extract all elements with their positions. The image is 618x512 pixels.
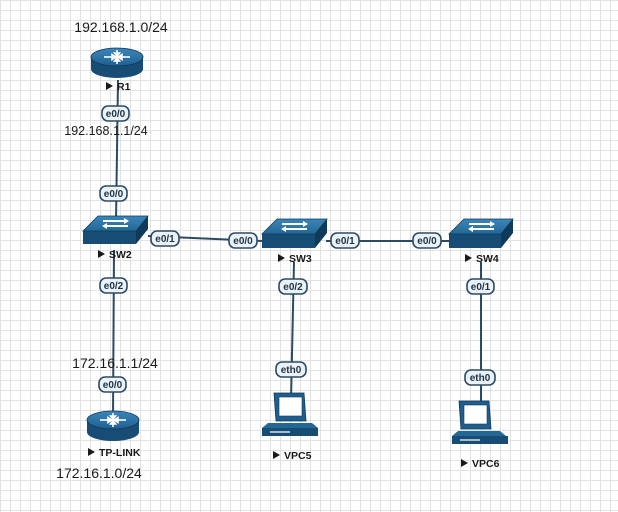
router-icon — [86, 410, 140, 441]
play-triangle-icon — [465, 254, 472, 262]
svg-text:e0/1: e0/1 — [471, 282, 491, 293]
pc-vpc5[interactable]: VPC5 — [262, 392, 318, 462]
node-label-sw2: SW2 — [109, 249, 132, 261]
router-icon — [90, 47, 144, 78]
node-label-tplink: TP-LINK — [99, 447, 141, 459]
port-tplink-e00[interactable]: e0/0 — [98, 376, 127, 393]
svg-text:e0/2: e0/2 — [283, 282, 303, 293]
svg-text:e0/1: e0/1 — [335, 236, 355, 247]
node-label-sw3: SW3 — [289, 253, 312, 265]
port-labels: e0/0 e0/0 e0/1 e0/2 e0/0 e0/1 e0/2 e0/0 — [98, 105, 496, 393]
switch-sw2[interactable]: SW2 — [82, 215, 149, 261]
play-triangle-icon — [88, 448, 95, 456]
play-triangle-icon — [461, 459, 468, 467]
router-tplink[interactable]: TP-LINK — [86, 410, 141, 459]
play-triangle-icon — [106, 82, 113, 90]
svg-text:e0/0: e0/0 — [417, 236, 437, 247]
switch-sw3[interactable]: SW3 — [261, 218, 328, 265]
pc-icon — [452, 400, 508, 444]
switch-sw4[interactable]: SW4 — [448, 218, 514, 265]
pc-vpc6[interactable]: VPC6 — [452, 400, 508, 470]
svg-text:e0/2: e0/2 — [104, 281, 124, 292]
port-vpc5-eth0[interactable]: eth0 — [275, 361, 307, 378]
switch-icon — [82, 215, 149, 244]
port-sw3-e01[interactable]: e0/1 — [330, 232, 360, 249]
port-sw2-e01[interactable]: e0/1 — [150, 230, 180, 247]
node-label-vpc5: VPC5 — [284, 450, 312, 462]
ip-label-tplink-e00: 172.16.1.1/24 — [72, 355, 158, 371]
router-r1[interactable]: R1 — [90, 47, 144, 93]
svg-text:e0/0: e0/0 — [104, 189, 124, 200]
switch-icon — [261, 218, 328, 248]
svg-text:e0/0: e0/0 — [233, 236, 253, 247]
port-vpc6-eth0[interactable]: eth0 — [464, 369, 496, 386]
port-sw3-e02[interactable]: e0/2 — [278, 278, 308, 295]
port-sw2-e02[interactable]: e0/2 — [99, 277, 128, 294]
network-label-tplink-lan: 172.16.1.0/24 — [56, 465, 142, 481]
node-label-vpc6: VPC6 — [472, 458, 500, 470]
ip-label-r1-e00: 192.168.1.1/24 — [64, 124, 147, 138]
node-label-r1: R1 — [117, 81, 131, 93]
svg-text:e0/1: e0/1 — [155, 234, 175, 245]
svg-text:e0/0: e0/0 — [106, 109, 126, 120]
play-triangle-icon — [273, 451, 280, 459]
port-sw3-e00[interactable]: e0/0 — [228, 232, 258, 249]
ip-annotations: 192.168.1.0/24 192.168.1.1/24 172.16.1.1… — [56, 19, 168, 481]
port-sw4-e00[interactable]: e0/0 — [412, 232, 442, 249]
play-triangle-icon — [278, 254, 285, 262]
port-sw4-e01[interactable]: e0/1 — [466, 278, 495, 295]
port-sw2-e00[interactable]: e0/0 — [99, 185, 128, 202]
switch-icon — [448, 218, 514, 248]
svg-text:eth0: eth0 — [470, 373, 491, 384]
svg-text:e0/0: e0/0 — [103, 380, 123, 391]
play-triangle-icon — [98, 250, 105, 258]
port-r1-e00[interactable]: e0/0 — [101, 105, 130, 122]
node-label-sw4: SW4 — [476, 253, 499, 265]
network-label-r1-lan: 192.168.1.0/24 — [74, 19, 168, 35]
pc-icon — [262, 392, 318, 436]
svg-text:eth0: eth0 — [281, 365, 302, 376]
